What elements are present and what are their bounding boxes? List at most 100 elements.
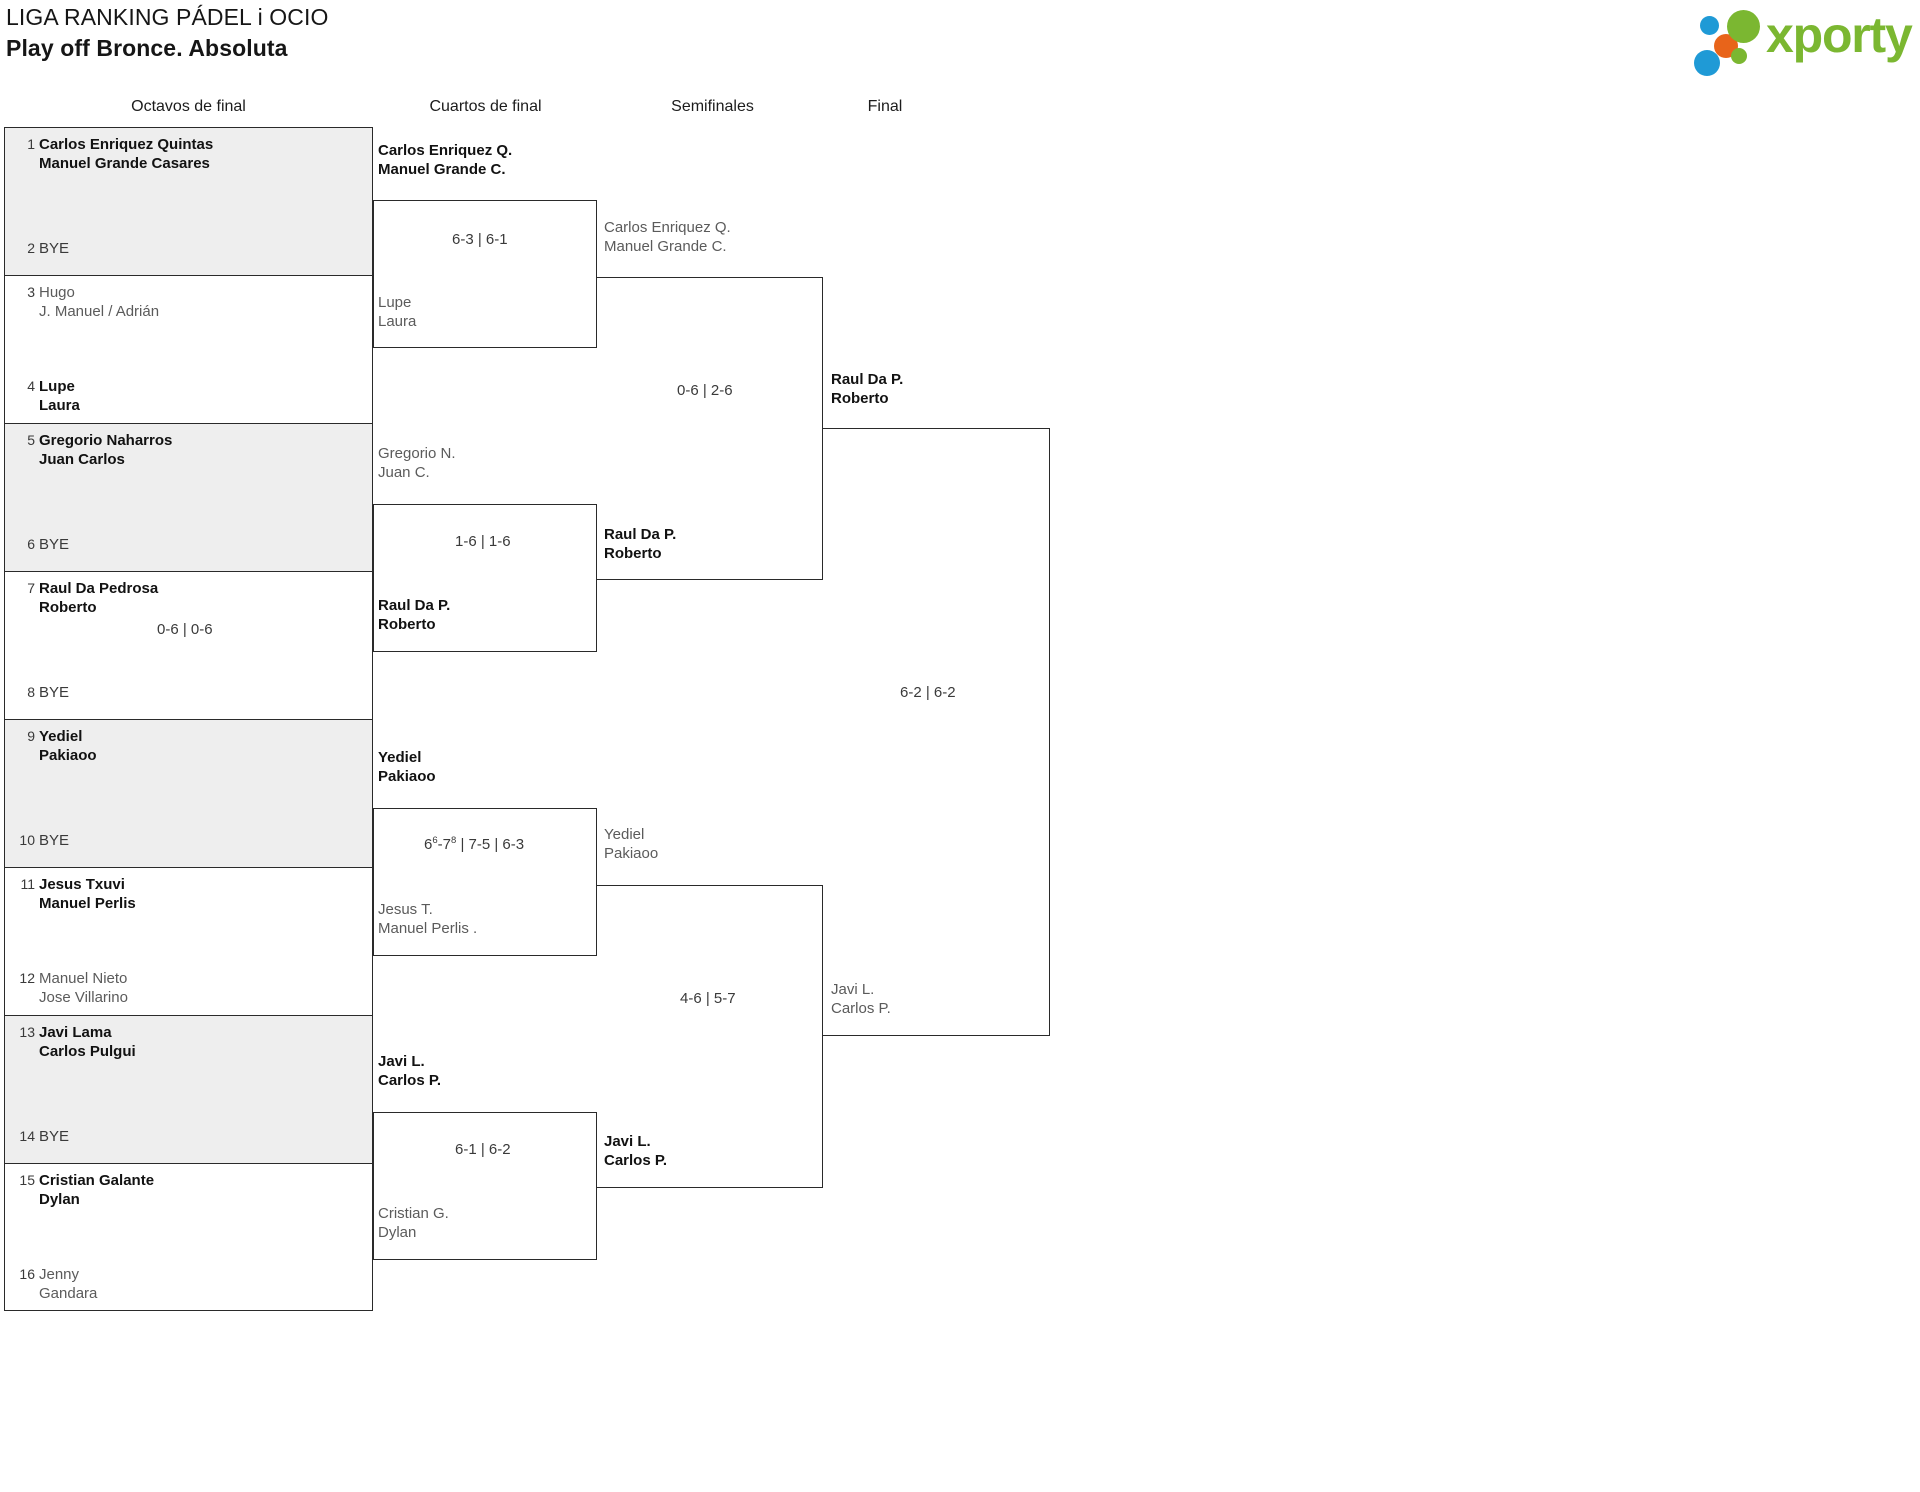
r1-block-1[interactable]: 1 Carlos Enriquez Quintas Manuel Grande … [4, 127, 373, 275]
player-line-2: Jose Villarino [39, 988, 128, 1006]
qf3-score: 66-78 | 7-5 | 6-3 [424, 836, 524, 854]
sf-connector-1 [597, 277, 823, 580]
player-names: Javi Lama Carlos Pulgui [39, 1024, 370, 1061]
player-line-2: J. Manuel / Adrián [39, 302, 160, 320]
seed-number: 6 [27, 536, 35, 552]
player-line-2: Dylan [378, 1223, 417, 1241]
player-line-1: Cristian Galante [39, 1172, 155, 1189]
player-line-2: Carlos P. [831, 999, 891, 1017]
player-line-1: Cristian G. [378, 1205, 449, 1222]
player-names: BYE [39, 832, 70, 849]
score-remaining-sets: | 7-5 | 6-3 [456, 836, 525, 853]
logo-dots-icon [1694, 8, 1778, 76]
final-score: 6-2 | 6-2 [900, 684, 956, 701]
r1-block-8[interactable]: 15 Cristian Galante Dylan 6-3 | 6-4 16 J… [4, 1163, 373, 1311]
tournament-name: LIGA RANKING PÁDEL i OCIO [6, 4, 329, 30]
player-line-1: Jesus Txuvi [39, 876, 125, 893]
round-header-final: Final [867, 98, 903, 115]
sf2-top-entry[interactable]: Yediel Pakiaoo [604, 826, 658, 863]
qf2-top-entry[interactable]: Gregorio N. Juan C. [378, 445, 456, 482]
qf3-top-entry[interactable]: Yediel Pakiaoo [378, 749, 436, 786]
r1-block-3[interactable]: 5 Gregorio Naharros Juan Carlos 6 BYE [4, 423, 373, 571]
qf2-score: 1-6 | 1-6 [455, 533, 511, 550]
player-names: BYE [39, 240, 70, 257]
sf1-top-entry[interactable]: Carlos Enriquez Q. Manuel Grande C. [604, 219, 731, 256]
seed-number: 16 [19, 1266, 35, 1282]
player-line-2: Roberto [39, 598, 97, 616]
qf-connector-1 [373, 200, 597, 348]
player-line-2: Manuel Grande Casares [39, 154, 210, 172]
sf2-score: 4-6 | 5-7 [680, 990, 736, 1007]
player-line-2: Laura [378, 312, 417, 330]
player-line-2: Carlos P. [604, 1151, 668, 1169]
player-names: Lupe Laura [39, 378, 370, 415]
player-line-1: Yediel [604, 826, 645, 843]
player-line-2: Roberto [378, 615, 436, 633]
player-names: Hugo J. Manuel / Adrián [39, 284, 370, 321]
tournament-phase: Play off Bronce. Absoluta [6, 35, 288, 61]
player-names: Cristian Galante Dylan [39, 1172, 370, 1209]
logo-dot-blue-small [1700, 16, 1719, 35]
player-names: Jenny Gandara [39, 1266, 370, 1303]
page-title: LIGA RANKING PÁDEL i OCIO Play off Bronc… [6, 2, 328, 64]
r1-block-2[interactable]: 3 Hugo J. Manuel / Adrián 0-6 | 0-6 4 Lu… [4, 275, 373, 638]
r1-block-5[interactable]: 9 Yediel Pakiaoo 10 BYE [4, 719, 373, 867]
seed-number: 11 [20, 876, 35, 892]
qf4-top-entry[interactable]: Javi L. Carlos P. [378, 1053, 441, 1090]
player-line-1: Raul Da P. [831, 371, 904, 388]
player-line-2: Pakiaoo [604, 844, 659, 862]
player-line-2: Juan Carlos [39, 450, 125, 468]
score-set1-opp-tiebreak: 8 [450, 835, 457, 846]
qf1-bottom-entry[interactable]: Lupe Laura [378, 294, 416, 331]
seed-number: 14 [19, 1128, 35, 1144]
final-bottom-entry[interactable]: Javi L. Carlos P. [831, 981, 891, 1018]
player-line-1: Raul Da P. [378, 597, 451, 614]
seed-number: 10 [19, 832, 35, 848]
qf2-bottom-entry[interactable]: Raul Da P. Roberto [378, 597, 450, 634]
seed-number: 12 [19, 970, 35, 986]
qf4-score: 6-1 | 6-2 [455, 1141, 511, 1158]
r1-block-4[interactable]: 7 Raul Da Pedrosa Roberto 8 BYE [4, 571, 373, 719]
player-line-1: Manuel Nieto [39, 970, 128, 987]
logo-dot-green-small [1731, 48, 1747, 64]
seed-number: 4 [27, 378, 35, 394]
player-line-2: Carlos Pulgui [39, 1042, 136, 1060]
sf1-bottom-entry[interactable]: Raul Da P. Roberto [604, 526, 676, 563]
round-header-semifinales: Semifinales [671, 98, 754, 115]
score-set1-games: 6 [424, 836, 433, 853]
player-line-1: Carlos Enriquez Quintas [39, 136, 214, 153]
round-header-cuartos: Cuartos de final [429, 98, 542, 115]
sf2-bottom-entry[interactable]: Javi L. Carlos P. [604, 1133, 667, 1170]
r1-block-6[interactable]: 11 Jesus Txuvi Manuel Perlis 6-3 | 6-1 1… [4, 867, 373, 1015]
qf3-bottom-entry[interactable]: Jesus T. Manuel Perlis . [378, 901, 477, 938]
qf-connector-2 [373, 504, 597, 652]
player-line-2: Manuel Perlis . [378, 919, 478, 937]
player-line-1: Yediel [39, 728, 83, 745]
round-header-octavos: Octavos de final [131, 98, 246, 115]
xporty-logo[interactable]: xporty [1694, 7, 1913, 76]
seed-number: 1 [27, 136, 35, 152]
seed-number: 13 [19, 1024, 35, 1040]
player-names: Carlos Enriquez Quintas Manuel Grande Ca… [39, 136, 370, 173]
qf1-score: 6-3 | 6-1 [452, 231, 508, 248]
qf4-bottom-entry[interactable]: Cristian G. Dylan [378, 1205, 449, 1242]
player-line-1: Jesus T. [378, 901, 433, 918]
player-line-1: Javi Lama [39, 1024, 112, 1041]
player-line-2: Roberto [831, 389, 889, 407]
qf-connector-4 [373, 1112, 597, 1260]
qf1-top-entry[interactable]: Carlos Enriquez Q. Manuel Grande C. [378, 142, 512, 179]
r1-block-7[interactable]: 13 Javi Lama Carlos Pulgui 14 BYE [4, 1015, 373, 1163]
seed-number: 8 [27, 684, 35, 700]
final-top-entry[interactable]: Raul Da P. Roberto [831, 371, 903, 408]
seed-number: 2 [27, 240, 35, 256]
player-line-1: Gregorio Naharros [39, 432, 173, 449]
player-names: BYE [39, 684, 70, 701]
player-line-2: Manuel Grande C. [378, 160, 506, 178]
player-line-1: Yediel [378, 749, 422, 766]
player-line-1: Jenny [39, 1266, 80, 1283]
player-names: Gregorio Naharros Juan Carlos [39, 432, 370, 469]
final-connector [823, 428, 1050, 1036]
player-line-2: Juan C. [378, 463, 430, 481]
player-names: Jesus Txuvi Manuel Perlis [39, 876, 370, 913]
player-line-2: Manuel Perlis [39, 894, 136, 912]
